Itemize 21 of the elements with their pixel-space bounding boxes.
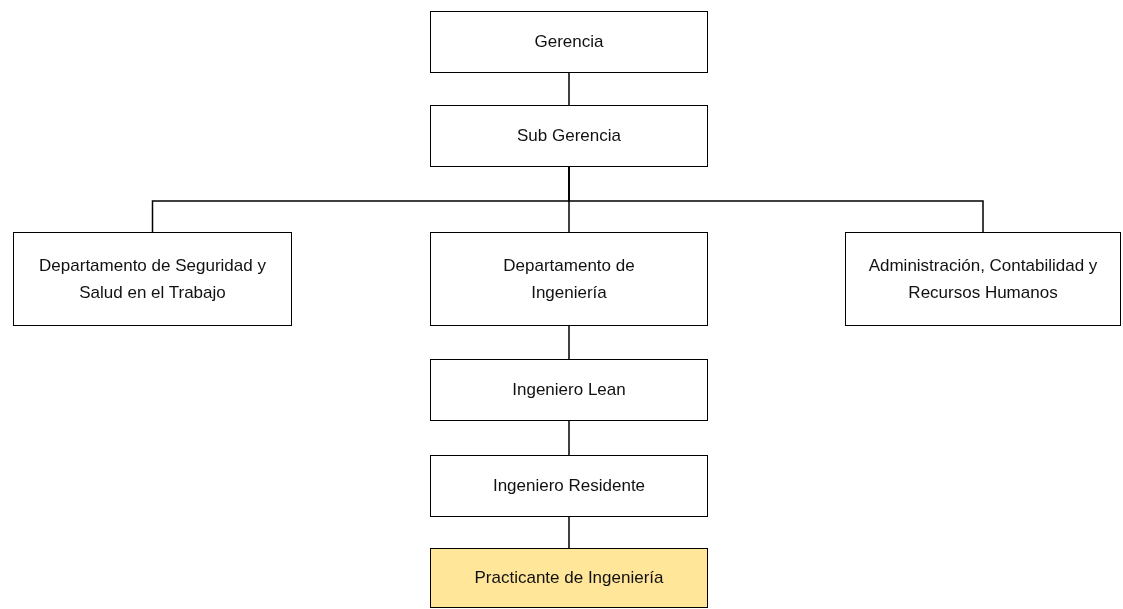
org-box — [430, 232, 708, 326]
box-label: Sub Gerencia — [517, 125, 621, 148]
box-label: Administración, Contabilidad y Recursos Humanos — [867, 254, 1099, 304]
org-box — [430, 11, 708, 73]
org-box — [430, 548, 708, 608]
box-label: Departamento de Seguridad y Salud en el Trabajo — [38, 254, 267, 304]
org-box — [430, 455, 708, 517]
org-box — [430, 105, 708, 167]
box-label: Ingeniero Lean — [512, 379, 626, 402]
box-label: Departamento de Ingeniería — [502, 254, 636, 304]
box-label: Gerencia — [534, 31, 604, 54]
org-box — [845, 232, 1121, 326]
connector-line — [568, 516, 570, 549]
org-box — [430, 359, 708, 421]
box-label: Ingeniero Residente — [492, 475, 646, 498]
connector-line — [568, 325, 570, 360]
connector-line — [568, 420, 570, 456]
org-box — [13, 232, 292, 326]
connector-line — [568, 72, 570, 106]
box-label: Practicante de Ingeniería — [474, 567, 664, 590]
connector-line — [568, 166, 984, 233]
